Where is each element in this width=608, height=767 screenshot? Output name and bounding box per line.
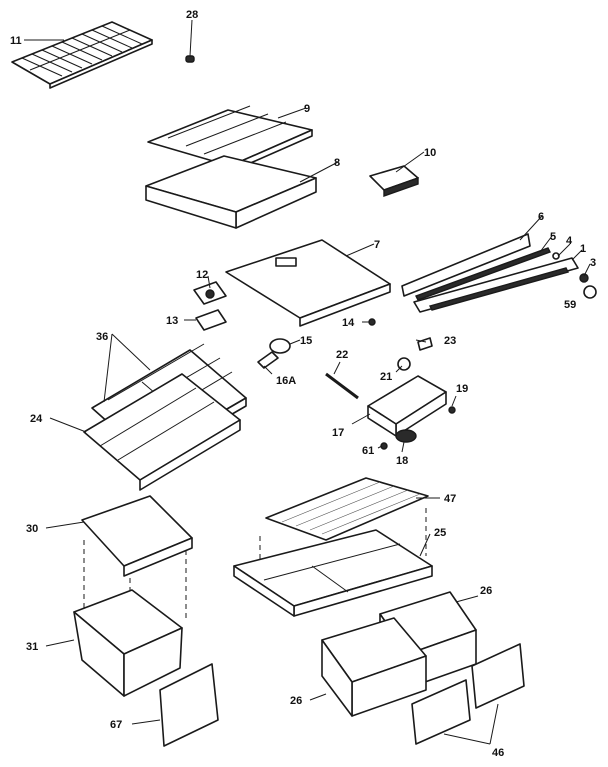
callout-17: 17 bbox=[332, 427, 344, 439]
part-6-rail bbox=[401, 233, 531, 297]
callout-28: 28 bbox=[186, 9, 198, 21]
callout-47: 47 bbox=[444, 493, 456, 505]
callout-14: 14 bbox=[342, 317, 355, 329]
callout-23: 23 bbox=[444, 335, 456, 347]
part-4-rail-pin bbox=[552, 252, 560, 260]
part-30-crisper-lid bbox=[81, 495, 193, 577]
callout-labels: 11 28 9 8 10 6 7 5 4 1 3 59 12 13 14 15 … bbox=[10, 9, 596, 759]
callout-59: 59 bbox=[564, 299, 576, 311]
callout-30: 30 bbox=[26, 523, 38, 535]
part-8-shelf-frame bbox=[145, 155, 317, 229]
callout-15: 15 bbox=[300, 335, 312, 347]
callout-7: 7 bbox=[374, 239, 380, 251]
callout-11: 11 bbox=[10, 35, 22, 47]
part-59-nut bbox=[583, 285, 597, 299]
callout-67: 67 bbox=[110, 719, 122, 731]
part-3-screw bbox=[579, 273, 589, 283]
part-19-screw bbox=[448, 406, 456, 414]
callout-19: 19 bbox=[456, 383, 468, 395]
callout-61: 61 bbox=[362, 445, 374, 457]
dashed-guide-right bbox=[259, 508, 427, 560]
callout-10: 10 bbox=[424, 147, 436, 159]
part-25-crisper-frame bbox=[233, 529, 433, 617]
part-23-clip bbox=[417, 337, 433, 351]
part-47-glass-panel bbox=[265, 477, 429, 541]
part-11-wire-shelf bbox=[11, 21, 153, 89]
part-67-drawer-front bbox=[159, 663, 219, 747]
callout-12: 12 bbox=[196, 269, 208, 281]
leader-lines bbox=[24, 19, 591, 745]
callout-25: 25 bbox=[434, 527, 446, 539]
part-22-rod bbox=[325, 372, 359, 400]
callout-9: 9 bbox=[304, 103, 310, 115]
part-46-drawer-front-a bbox=[411, 679, 471, 745]
part-17-control-housing bbox=[367, 375, 447, 437]
callout-8: 8 bbox=[334, 157, 340, 169]
callout-6: 6 bbox=[538, 211, 544, 223]
callout-16a: 16A bbox=[276, 375, 296, 387]
callout-18: 18 bbox=[396, 455, 408, 467]
part-1-rail bbox=[413, 257, 579, 313]
part-16a-shaft bbox=[257, 351, 279, 369]
callout-31: 31 bbox=[26, 641, 38, 653]
part-12-bracket bbox=[193, 281, 227, 305]
callout-21: 21 bbox=[380, 371, 392, 383]
part-13-bracket bbox=[195, 309, 227, 331]
part-9-glass-shelf bbox=[147, 105, 313, 173]
callout-36: 36 bbox=[96, 331, 108, 343]
callout-24: 24 bbox=[30, 413, 43, 425]
part-7-crisper-cover bbox=[225, 239, 391, 327]
callout-22: 22 bbox=[336, 349, 348, 361]
callout-26-upper: 26 bbox=[480, 585, 492, 597]
part-5-rail bbox=[415, 247, 551, 301]
callout-13: 13 bbox=[166, 315, 178, 327]
part-31-crisper-drawer bbox=[73, 589, 183, 697]
part-24-split-shelf bbox=[83, 373, 241, 491]
callout-5: 5 bbox=[550, 231, 556, 243]
part-26-crisper-drawer-b bbox=[321, 617, 427, 717]
part-46-drawer-front-b bbox=[471, 643, 525, 709]
part-10-hinge bbox=[369, 165, 419, 197]
part-18-dial bbox=[395, 429, 417, 443]
part-28-clip bbox=[185, 55, 195, 63]
callout-26-lower: 26 bbox=[290, 695, 302, 707]
callout-3: 3 bbox=[590, 257, 596, 269]
part-15-knob bbox=[269, 338, 291, 354]
callout-46: 46 bbox=[492, 747, 504, 759]
callout-1: 1 bbox=[580, 243, 586, 255]
callout-4: 4 bbox=[566, 235, 573, 247]
